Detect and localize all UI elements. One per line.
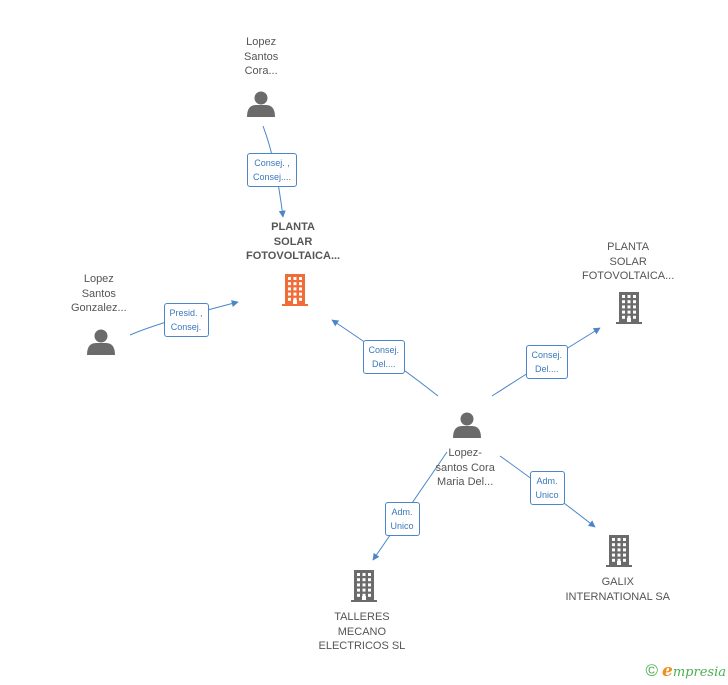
node-label-line: Lopez [83, 273, 114, 285]
edge-role-label[interactable]: Consej. , Consej.... [247, 153, 298, 187]
edge-role-label[interactable]: Adm. Unico [384, 502, 420, 536]
node-label[interactable]: PLANTA SOLAR FOTOVOLTAICA... [582, 240, 674, 284]
node-label-line: Cora... [244, 65, 278, 77]
edge-role-label[interactable]: Presid. , Consej. [163, 303, 209, 337]
icons-layer [87, 91, 642, 602]
node-label-line: Gonzalez... [71, 302, 127, 314]
copyright-symbol: © [645, 661, 659, 680]
node-label-line: PLANTA [607, 241, 650, 253]
edge-role-text: Presid. , [169, 308, 203, 318]
node-label[interactable]: TALLERES MECANO ELECTRICOS SL [319, 610, 406, 654]
brand-rest: mpresia [672, 665, 726, 680]
node-label-line: TALLERES [334, 611, 390, 623]
edge-role-text: Consej. , [254, 158, 290, 168]
brand-initial: e [662, 661, 673, 681]
node-label[interactable]: GALIX INTERNATIONAL SA [566, 575, 671, 604]
node-label[interactable]: PLANTA SOLAR FOTOVOLTAICA... [246, 220, 340, 264]
node-label-line: ELECTRICOS SL [318, 640, 406, 652]
node-label-line: FOTOVOLTAICA... [582, 270, 675, 282]
edge-role-label[interactable]: Consej. Del.... [362, 340, 406, 374]
edge-role-text: Unico [390, 521, 414, 531]
edge-role-label[interactable]: Adm. Unico [529, 471, 565, 505]
node-label-line: FOTOVOLTAICA... [246, 250, 341, 262]
edge-role-text: Unico [535, 490, 559, 500]
edge-role-text: Adm. [536, 476, 558, 486]
building-icon[interactable] [606, 535, 632, 567]
edge-role-label[interactable]: Consej. Del.... [525, 345, 569, 379]
brand-logo[interactable]: empresia [662, 661, 726, 681]
person-icon[interactable] [247, 91, 275, 118]
edge-role-text: Consej.... [253, 172, 292, 182]
edge-role-text: Consej. [170, 322, 202, 332]
node-label-line: Santos [244, 50, 279, 63]
person-icon[interactable] [453, 412, 481, 439]
node-label-line: Santos [81, 287, 116, 300]
node-label-line: santos Cora [435, 461, 495, 474]
edge-role-text: Del.... [535, 364, 559, 374]
node-label-line: GALIX [601, 576, 634, 588]
footer-brand: © empresia [646, 659, 727, 683]
edge-role-text: Consej. [368, 345, 400, 355]
node-label-line: Lopez [246, 36, 277, 48]
node-label-line: SOLAR [609, 255, 647, 268]
edge-role-text: Del.... [372, 359, 396, 369]
node-label-line: INTERNATIONAL SA [565, 590, 671, 603]
edge-role-text: Adm. [391, 507, 413, 517]
node-label-line: MECANO [337, 625, 387, 638]
node-label-line: Lopez- [448, 447, 482, 459]
building-icon[interactable] [282, 274, 308, 306]
node-label-line: SOLAR [273, 235, 313, 248]
building-icon[interactable] [616, 292, 642, 324]
node-label-line: PLANTA [271, 221, 315, 233]
building-icon[interactable] [351, 570, 377, 602]
node-label-line: Maria Del... [437, 476, 494, 488]
person-icon[interactable] [87, 329, 115, 356]
edge-role-text: Consej. [531, 350, 563, 360]
